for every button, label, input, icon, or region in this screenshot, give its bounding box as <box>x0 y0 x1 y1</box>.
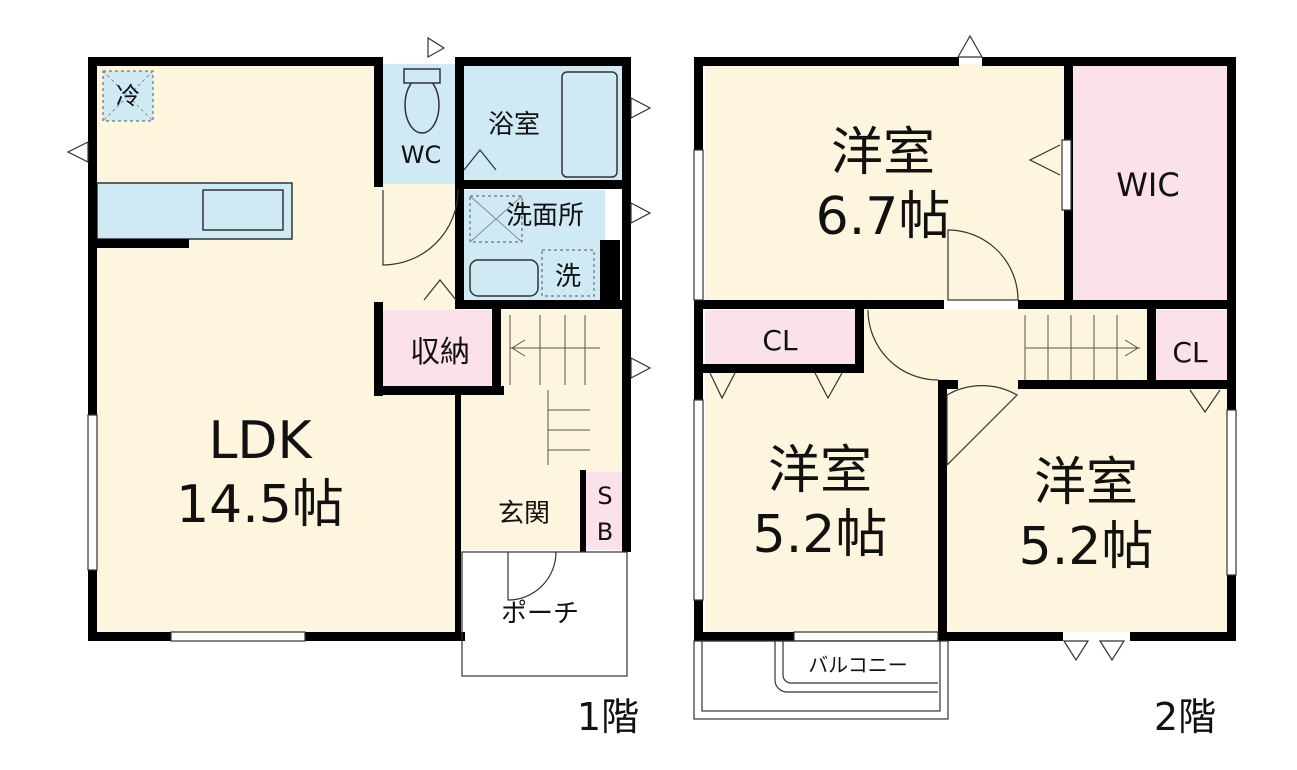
western-right-name: 洋室 <box>1034 453 1138 513</box>
shoebox-label-bottom: B <box>597 518 613 546</box>
balcony <box>693 640 949 720</box>
shoebox-label-top: S <box>597 482 612 510</box>
second-floor-label: 2階 <box>1154 695 1216 739</box>
fridge-label: 冷 <box>116 82 140 110</box>
first-floor-vents <box>66 36 652 379</box>
first-floor-walls <box>88 57 631 641</box>
wash-sink <box>469 259 539 297</box>
closet-right-label: CL <box>1172 336 1208 369</box>
western-top-size: 6.7帖 <box>816 187 951 247</box>
entrance-label: 玄関 <box>498 499 550 529</box>
second-floor-vents <box>956 34 1126 662</box>
toilet-bowl <box>404 76 440 134</box>
second-floor-doors <box>709 144 1221 467</box>
western-left-size: 5.2帖 <box>753 505 888 565</box>
western-right-floor <box>947 385 1227 632</box>
second-floor-walls <box>694 57 1236 641</box>
western-right-size: 5.2帖 <box>1019 517 1154 577</box>
fridge-box <box>102 70 154 122</box>
first-floor-label: 1階 <box>577 695 639 739</box>
wic-label: WIC <box>1116 166 1179 204</box>
first-floor-doors <box>382 149 628 677</box>
washer-box <box>541 249 595 297</box>
second-floor-stairs <box>1024 315 1140 380</box>
second-floor: 洋室 6.7帖 WIC CL CL 洋室 5.2帖 洋室 5.2帖 バルコニー … <box>693 34 1237 739</box>
first-floor-stairs <box>509 315 600 465</box>
closet-left-label: CL <box>762 324 798 357</box>
shoebox-floor <box>586 472 624 550</box>
kitchen-sink <box>202 189 284 231</box>
entrance-floor <box>468 472 582 550</box>
storage-label: 収納 <box>410 335 470 370</box>
western-left-floor <box>705 364 938 632</box>
western-top-name: 洋室 <box>831 123 935 183</box>
western-top-floor <box>705 64 1068 300</box>
wic-floor <box>1072 64 1227 300</box>
ldk-size: 14.5帖 <box>176 475 344 535</box>
balcony-label: バルコニー <box>808 653 908 677</box>
stair-floor <box>498 310 628 470</box>
wc-label: WC <box>401 141 442 169</box>
first-floor-windows <box>87 414 306 642</box>
closet-left-floor <box>705 310 855 364</box>
bath-label: 浴室 <box>488 110 540 140</box>
ldk-name: LDK <box>208 411 313 471</box>
counter-wall <box>97 239 189 248</box>
western-left-name: 洋室 <box>768 441 872 501</box>
first-floor: 冷 WC 浴室 洗面所 洗 収納 LDK 14.5帖 玄関 S B ポーチ 1階 <box>66 36 652 739</box>
storage-floor <box>383 310 496 390</box>
closet-right-floor <box>1155 310 1227 382</box>
toilet-tank <box>403 68 441 84</box>
wash-cross-b <box>469 195 523 243</box>
bathtub <box>561 71 618 178</box>
washer-label: 洗 <box>555 262 581 292</box>
washroom-label: 洗面所 <box>506 201 584 231</box>
porch-label: ポーチ <box>501 599 579 629</box>
